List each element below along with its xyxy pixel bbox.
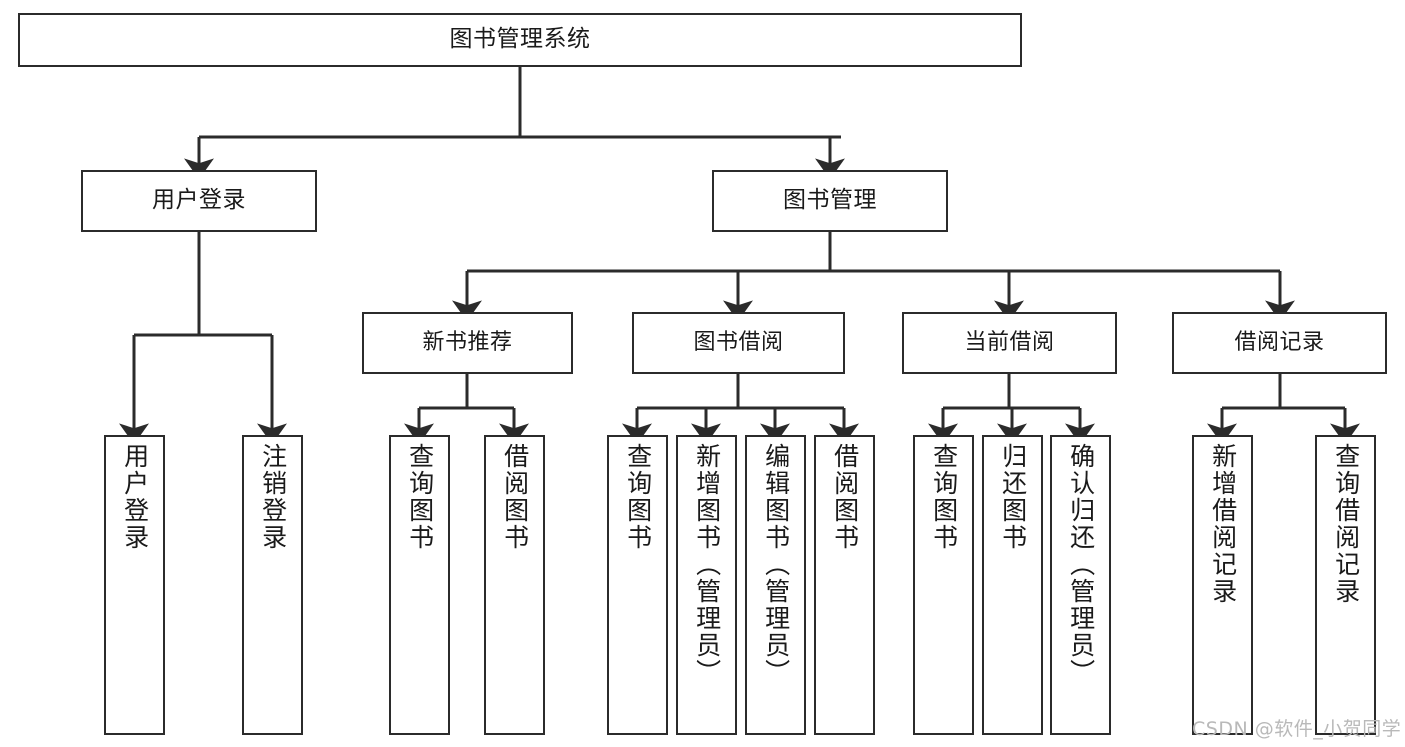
leaf-borrow-query-book[interactable]: 查询图书	[607, 435, 668, 735]
node-label: 确认归还（管理员）	[1066, 443, 1096, 686]
node-label: 注销登录	[258, 443, 288, 551]
node-user-login[interactable]: 用户登录	[81, 170, 317, 232]
node-label: 查询图书	[405, 443, 435, 551]
leaf-current-query-book[interactable]: 查询图书	[913, 435, 974, 735]
node-label: 用户登录	[152, 187, 246, 214]
node-label: 图书管理系统	[449, 26, 591, 53]
node-label: 编辑图书（管理员）	[761, 443, 791, 686]
node-book-borrow[interactable]: 图书借阅	[632, 312, 845, 374]
node-label: 图书管理	[783, 187, 877, 214]
node-book-management[interactable]: 图书管理	[712, 170, 948, 232]
leaf-user-login[interactable]: 用户登录	[104, 435, 165, 735]
node-current-borrow[interactable]: 当前借阅	[902, 312, 1117, 374]
node-label: 借阅图书	[830, 443, 860, 551]
leaf-new-book-query-book[interactable]: 查询图书	[389, 435, 450, 735]
leaf-new-book-borrow-book[interactable]: 借阅图书	[484, 435, 545, 735]
node-label: 归还图书	[998, 443, 1028, 551]
node-label: 借阅记录	[1234, 330, 1325, 356]
node-new-book-recommend[interactable]: 新书推荐	[362, 312, 573, 374]
leaf-current-confirm-return-admin[interactable]: 确认归还（管理员）	[1050, 435, 1111, 735]
node-label: 查询图书	[929, 443, 959, 551]
node-label: 当前借阅	[964, 330, 1055, 356]
node-label: 查询借阅记录	[1331, 443, 1361, 605]
node-label: 借阅图书	[500, 443, 530, 551]
node-book-management-system[interactable]: 图书管理系统	[18, 13, 1022, 67]
node-borrow-record[interactable]: 借阅记录	[1172, 312, 1387, 374]
node-label: 新增借阅记录	[1208, 443, 1238, 605]
leaf-borrow-edit-book-admin[interactable]: 编辑图书（管理员）	[745, 435, 806, 735]
node-label: 图书借阅	[693, 330, 784, 356]
node-label: 用户登录	[120, 443, 150, 551]
leaf-logout[interactable]: 注销登录	[242, 435, 303, 735]
leaf-borrow-add-book-admin[interactable]: 新增图书（管理员）	[676, 435, 737, 735]
leaf-record-add-record[interactable]: 新增借阅记录	[1192, 435, 1253, 735]
leaf-record-query-record[interactable]: 查询借阅记录	[1315, 435, 1376, 735]
node-label: 查询图书	[623, 443, 653, 551]
node-label: 新书推荐	[422, 330, 513, 356]
leaf-borrow-borrow-book[interactable]: 借阅图书	[814, 435, 875, 735]
csdn-watermark: CSDN @软件_小贺同学	[1192, 718, 1402, 740]
node-label: 新增图书（管理员）	[692, 443, 722, 686]
leaf-current-return-book[interactable]: 归还图书	[982, 435, 1043, 735]
